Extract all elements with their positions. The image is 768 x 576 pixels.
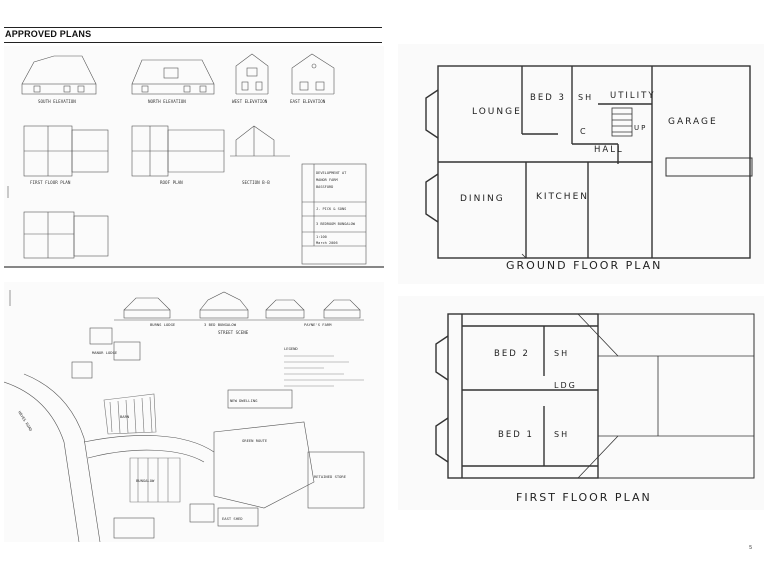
- north-elevation-sketch: [131, 59, 215, 95]
- road-left-edge: [23, 373, 101, 542]
- section-sketch: [230, 125, 290, 157]
- south-elevation-sketch: [21, 55, 97, 95]
- room-hall: HALL: [594, 145, 624, 155]
- title-block-line-1: DEVELOPMENT AT: [316, 171, 347, 175]
- hatched-barn: [103, 393, 157, 435]
- room-landing: LDG: [554, 381, 577, 390]
- street-label-2: 3 BED BUNGALOW: [204, 322, 237, 327]
- new-dwelling-label: NEW DWELLING: [230, 398, 258, 403]
- street-label-3: PAYNE'S FARM: [304, 322, 332, 327]
- ground-floor-plan-sketch: [23, 211, 109, 259]
- first-floor-plan-sketch: [23, 125, 109, 177]
- room-c: C: [580, 127, 588, 136]
- legend-label: LEGEND: [284, 346, 298, 351]
- west-elevation-sketch: [235, 53, 269, 95]
- stables-building: [227, 389, 293, 409]
- east-shed-label: EAST SHED: [222, 516, 243, 521]
- first-floor-plan-label: FIRST FLOOR PLAN: [30, 180, 71, 185]
- room-utility: UTILITY: [610, 91, 656, 101]
- section-label: SECTION B-B: [242, 180, 270, 185]
- title-block-date: March 2006: [316, 241, 338, 245]
- road-label: HAYES ROAD: [17, 410, 34, 433]
- roof-plan-sketch: [131, 125, 225, 177]
- header-rule-top: [4, 27, 382, 28]
- title-block-line-2: MANOR FARM: [316, 178, 338, 182]
- page-title: APPROVED PLANS: [5, 29, 92, 39]
- site-plan-drawing: BURNS LODGE 3 BED BUNGALOW PAYNE'S FARM …: [4, 282, 384, 542]
- roof-plan-label: ROOF PLAN: [160, 180, 183, 185]
- manor-lodge-building: [89, 327, 113, 345]
- retained-store-building: [307, 451, 365, 509]
- legend: [284, 355, 364, 387]
- green-route-label: GREEN ROUTE: [242, 438, 268, 443]
- room-garage: GARAGE: [668, 117, 718, 127]
- room-bed3: BED 3: [530, 93, 566, 103]
- stairs-up-label: UP: [634, 124, 647, 132]
- barn-label: BARN: [120, 414, 130, 419]
- site-boundary: [213, 421, 315, 509]
- room-sh-upper-a: SH: [554, 349, 569, 358]
- roof-wing: [597, 313, 755, 479]
- header-rule-bottom: [4, 42, 382, 43]
- bungalow-label: BUNGALOW: [136, 478, 155, 483]
- road-left: [4, 381, 80, 542]
- title-block-client: J. PICK & SONS: [316, 207, 346, 211]
- north-elevation-label: NORTH ELEVATION: [148, 99, 186, 104]
- ground-floor-plan: LOUNGE BED 3 SH UTILITY GARAGE C UP HALL…: [398, 44, 764, 284]
- room-dining: DINING: [460, 194, 505, 204]
- first-floor-plan: BED 2 SH LDG BED 1 SH FIRST FLOOR PLAN: [398, 296, 764, 510]
- room-bed2: BED 2: [494, 349, 530, 359]
- room-lounge: LOUNGE: [472, 107, 522, 117]
- title-block-line-3: BASSFORD: [316, 185, 333, 189]
- title-block-subject: 3 BEDROOM BUNGALOW: [316, 222, 356, 226]
- bay-window-top: [425, 89, 439, 139]
- room-kitchen: KITCHEN: [536, 192, 589, 202]
- street-label-1: BURNS LODGE: [150, 322, 176, 327]
- manor-lodge-label: MANOR LODGE: [92, 350, 118, 355]
- title-block-scale: 1:100: [316, 235, 327, 239]
- ground-floor-caption: GROUND FLOOR PLAN: [506, 259, 662, 272]
- east-elevation-sketch: [291, 53, 335, 95]
- room-sh-upper-b: SH: [554, 430, 569, 439]
- stairs: [611, 107, 633, 137]
- access-road-edge: [87, 449, 205, 463]
- south-elevation-label: SOUTH ELEVATION: [38, 99, 76, 104]
- access-road: [83, 435, 215, 453]
- retained-store-label: RETAINED STORE: [314, 474, 347, 479]
- first-floor-caption: FIRST FLOOR PLAN: [516, 491, 652, 504]
- east-elevation-label: EAST ELEVATION: [290, 99, 326, 104]
- street-scene-sketch: [114, 291, 364, 321]
- page-number: 5: [749, 545, 752, 551]
- title-block: [301, 163, 367, 265]
- elevations-drawing: SOUTH ELEVATION NORTH ELEVATION WEST ELE…: [4, 46, 384, 268]
- garage-door: [665, 157, 753, 177]
- room-sh: SH: [578, 93, 593, 102]
- upper-outer-walls: [447, 313, 599, 479]
- street-scene-label: STREET SCENE: [218, 330, 249, 335]
- room-bed1: BED 1: [498, 430, 534, 440]
- west-elevation-label: WEST ELEVATION: [232, 99, 268, 104]
- bay-window-bottom: [425, 173, 439, 223]
- hatched-bungalow: [129, 457, 181, 503]
